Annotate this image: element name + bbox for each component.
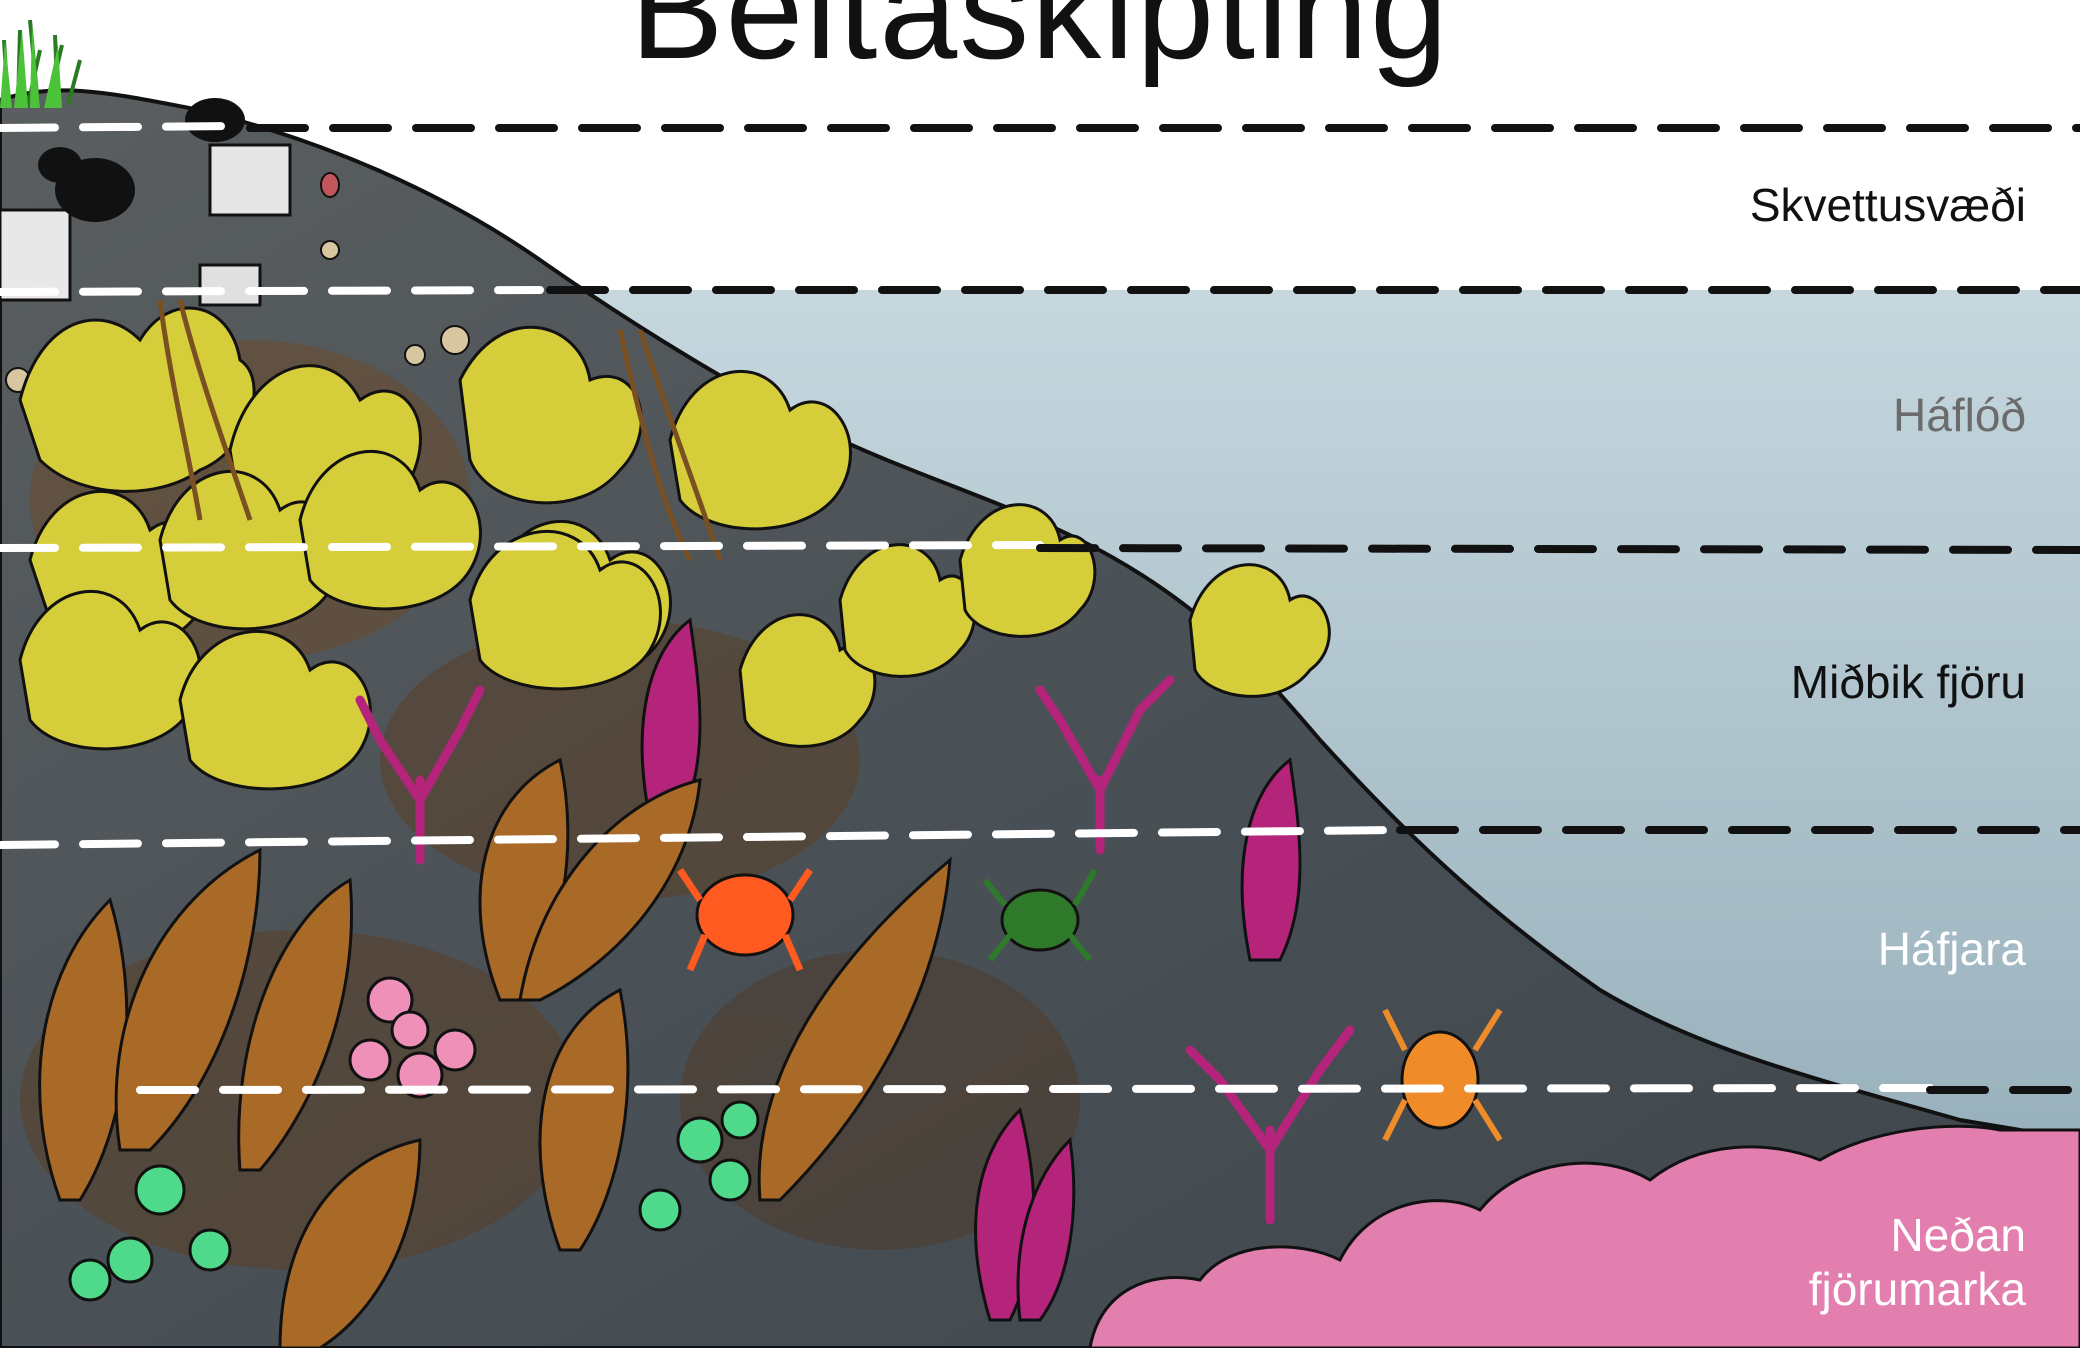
zone-label-low-tide: Háfjara: [1878, 922, 2026, 976]
zone-label-sublittoral-line2: fjörumarka: [1809, 1262, 2026, 1316]
page-title: Beltaskipting: [0, 0, 2080, 80]
zone-label-sublittoral-line1: Neðan: [1809, 1208, 2026, 1262]
zone-label-splash: Skvettusvæði: [1750, 178, 2026, 232]
boundary-line-1: [0, 126, 240, 128]
zone-label-mid-shore: Miðbik fjöru: [1791, 655, 2026, 709]
zone-label-high-tide: Háflóð: [1893, 388, 2026, 442]
zone-label-sublittoral: Neðan fjörumarka: [1809, 1208, 2026, 1316]
boundary-line-2: [0, 290, 540, 292]
